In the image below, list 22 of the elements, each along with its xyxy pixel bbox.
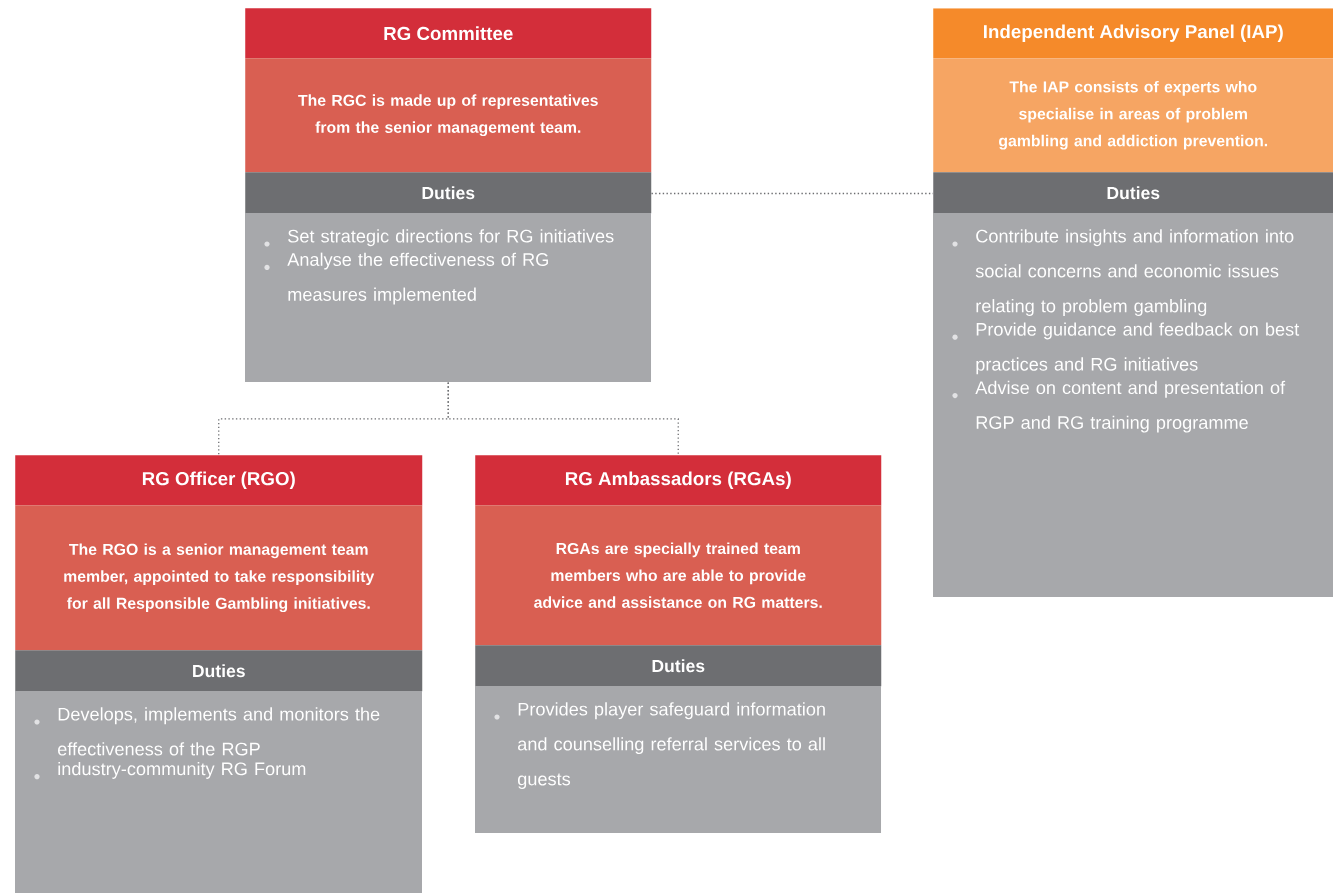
list-item: Provide guidance and feedback on best practices and RG initiatives bbox=[952, 322, 1300, 375]
list-item: Analyse the effectiveness of RG measures implemented bbox=[264, 252, 548, 305]
description-panel: The RGO is a senior management team member, appointed to take responsibility for all Responsible Gambling initiatives. bbox=[15, 505, 423, 651]
list-item: Develops, implements and monitors the effectiveness of the RGP bbox=[34, 707, 380, 756]
section-header-bar: Duties bbox=[475, 645, 882, 687]
description-panel: The IAP consists of experts who specialise in areas of problem gambling and addiction prevention. bbox=[933, 58, 1333, 173]
header-bar: Independent Advisory Panel (IAP) bbox=[933, 8, 1333, 59]
connector-line bbox=[447, 381, 679, 456]
connector-line bbox=[650, 192, 934, 195]
header-bar: RG Committee bbox=[245, 8, 652, 59]
section-header-bar: Duties bbox=[933, 172, 1333, 214]
description-panel: The RGC is made up of representatives from the senior management team. bbox=[245, 58, 652, 173]
list-item: Contribute insights and information into social concerns and economic issues relating to problem gambling bbox=[952, 229, 1294, 316]
list-item: Advise on content and presentation of RGP and RG training programme bbox=[952, 380, 1286, 433]
list-item: Set strategic directions for RG initiatives bbox=[264, 229, 614, 247]
list-item: industry-community RG Forum bbox=[34, 761, 306, 780]
list-item: Provides player safeguard information and counselling referral services to all guests bbox=[494, 702, 825, 789]
header-bar: RG Officer (RGO) bbox=[15, 455, 423, 506]
description-panel: RGAs are specially trained team members who are able to provide advice and assistance on RG matters. bbox=[475, 505, 882, 646]
section-header-bar: Duties bbox=[15, 650, 423, 692]
section-header-bar: Duties bbox=[245, 172, 652, 214]
header-bar: RG Ambassadors (RGAs) bbox=[475, 455, 882, 506]
